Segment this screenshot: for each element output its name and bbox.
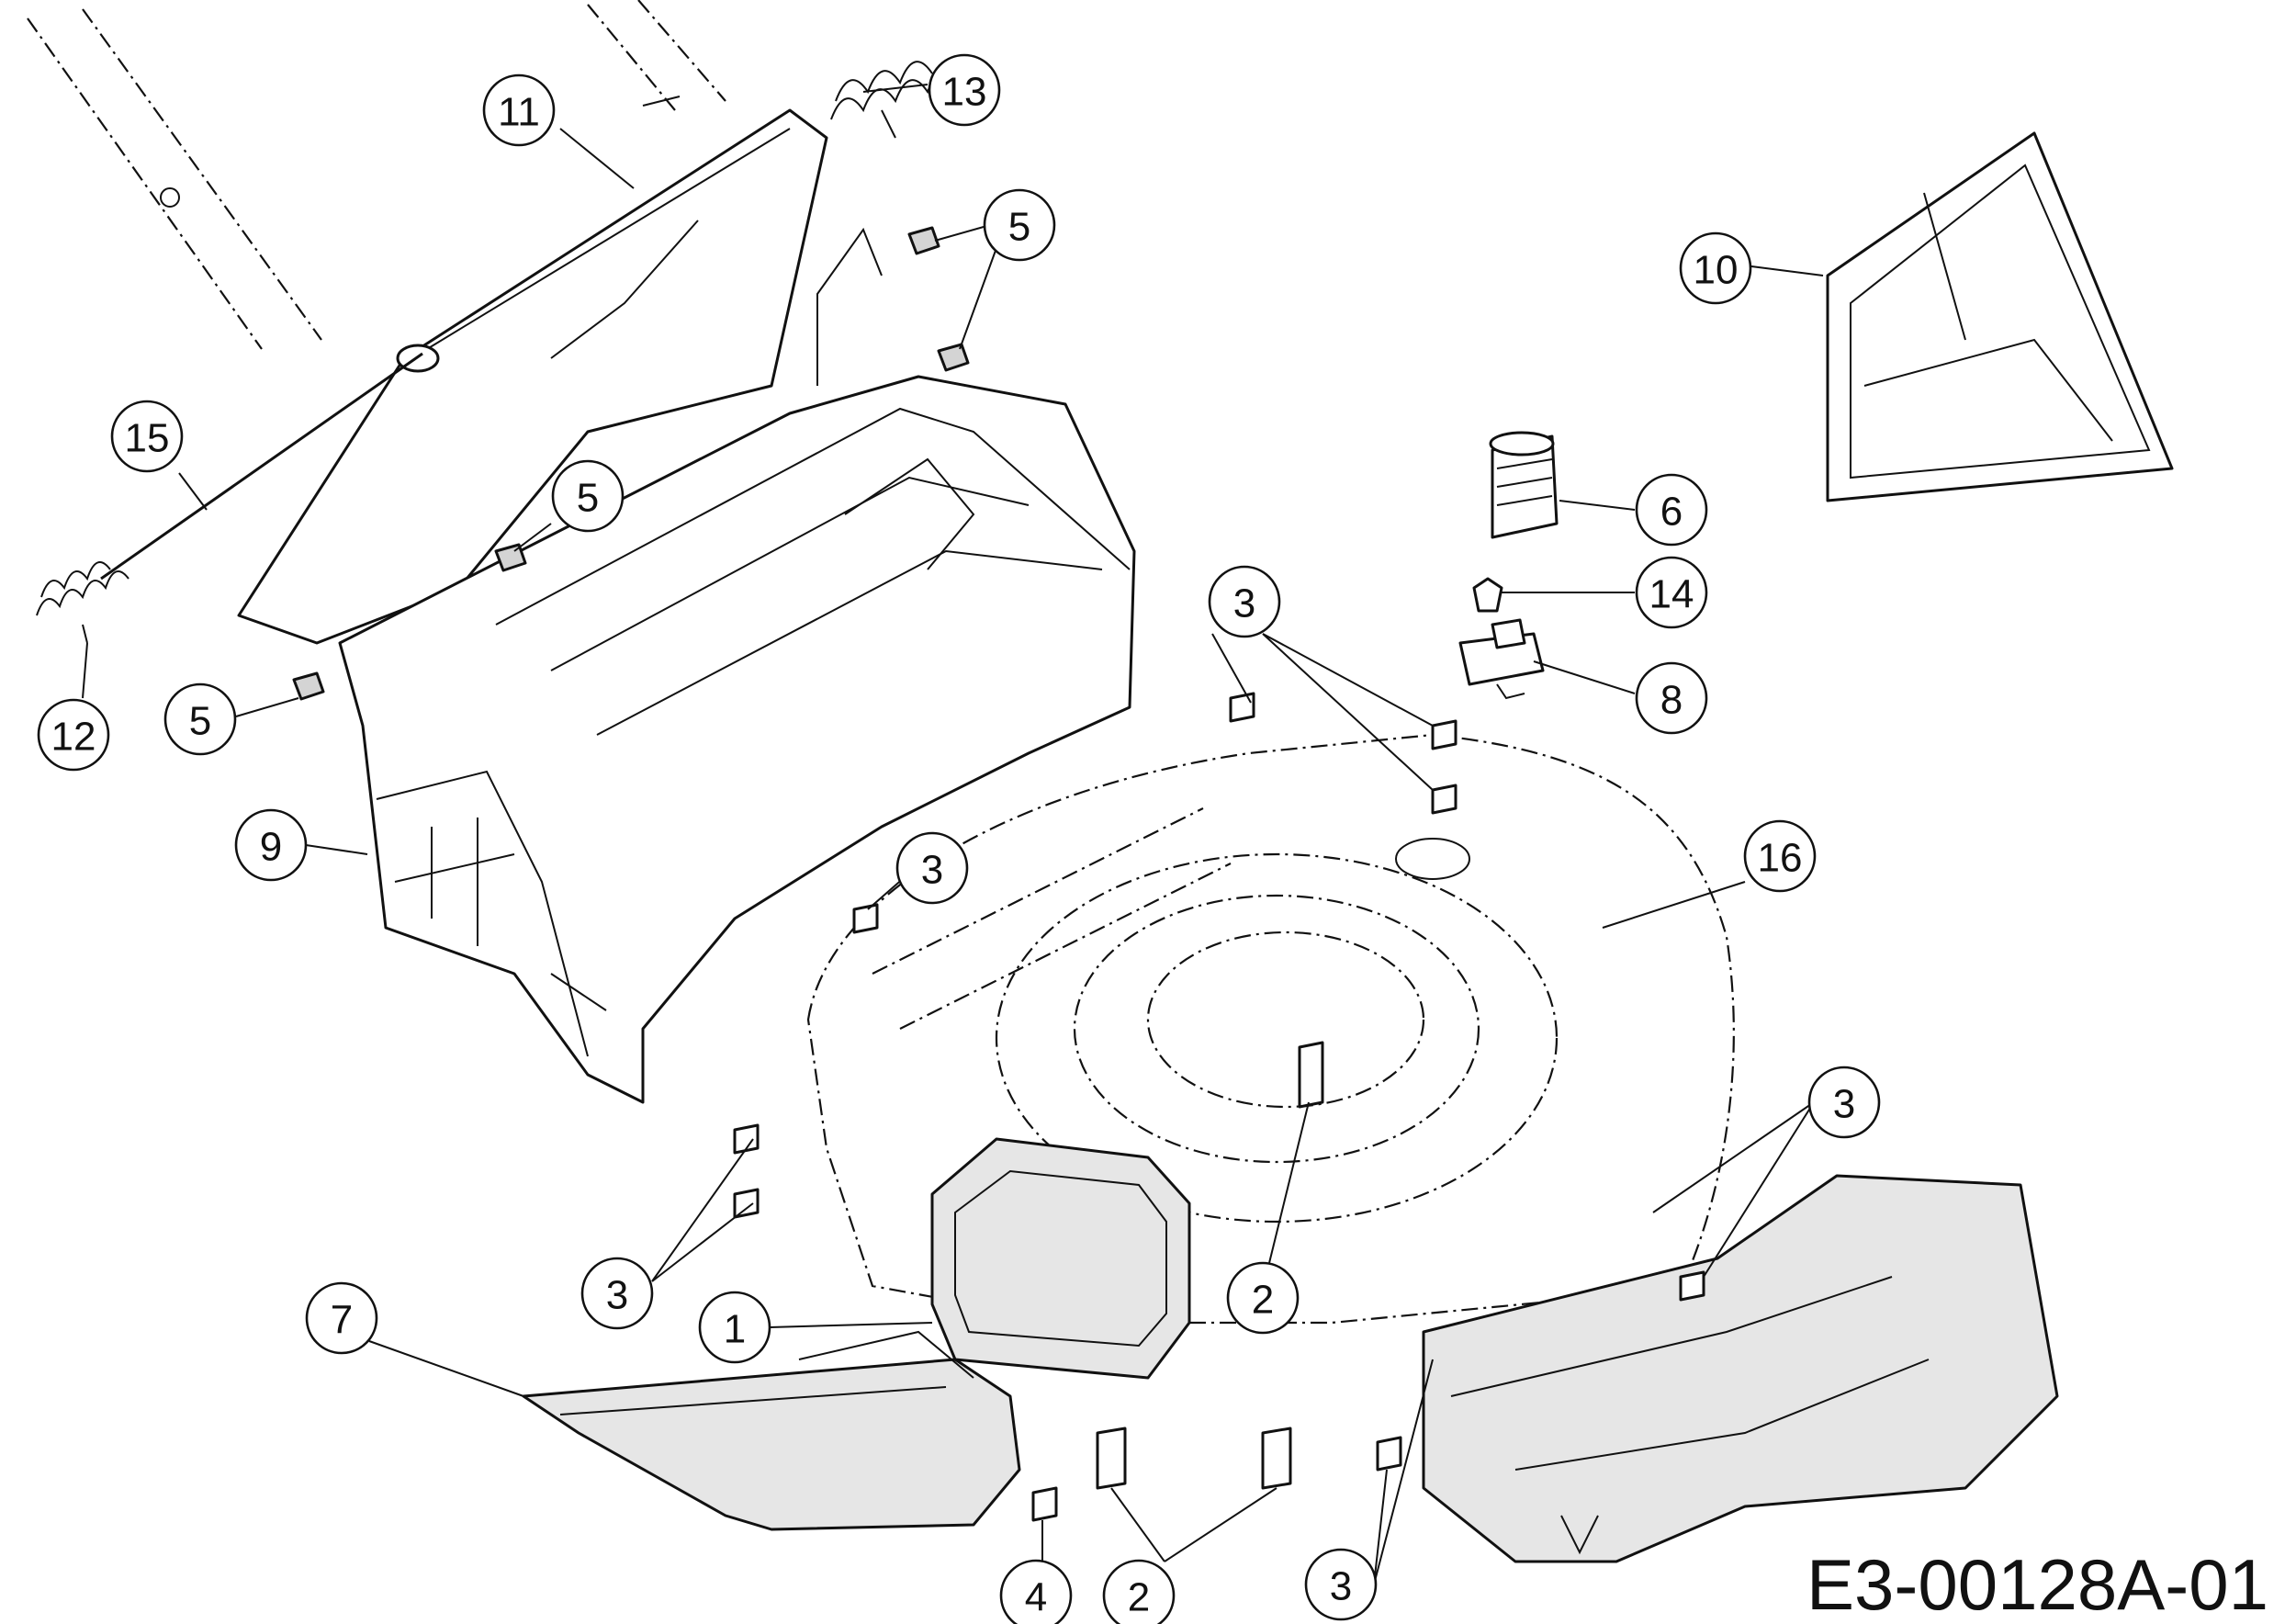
callout-2a: 2: [1226, 1261, 1300, 1335]
deck-part: [806, 733, 1735, 1325]
callout-11: 11: [482, 73, 556, 147]
spring-12-part: [36, 561, 129, 644]
callout-9-label: 9: [260, 825, 282, 870]
callout-5c-label: 5: [189, 699, 211, 744]
rod-15-part: [100, 352, 423, 581]
callout-16: 16: [1743, 819, 1817, 893]
callout-1: 1: [698, 1291, 771, 1364]
callout-15-label: 15: [125, 416, 170, 461]
leader-lines: [82, 84, 1824, 1585]
callout-7-label: 7: [331, 1298, 353, 1343]
callout-12-label: 12: [51, 715, 96, 760]
callout-5a: 5: [983, 188, 1056, 262]
discharge-chute-part: [522, 1330, 1021, 1531]
callout-2b-label: 2: [1128, 1575, 1150, 1620]
callout-3a-label: 3: [1233, 581, 1255, 626]
callout-4: 4: [999, 1559, 1073, 1624]
callout-3e: 3: [1304, 1548, 1378, 1621]
callout-13-label: 13: [942, 70, 987, 115]
callout-2b: 2: [1102, 1559, 1176, 1624]
callout-1-label: 1: [724, 1307, 746, 1352]
adapter-8-part: [1458, 618, 1545, 700]
callout-9: 9: [234, 808, 308, 882]
callout-5c: 5: [163, 682, 237, 756]
nipple-14-part: [1472, 577, 1503, 613]
callout-4-label: 4: [1025, 1575, 1047, 1620]
housing-frame-part: [338, 227, 1136, 1104]
front-grip-part: [930, 1137, 1191, 1380]
callout-7: 7: [305, 1281, 378, 1355]
callout-6-label: 6: [1660, 490, 1683, 535]
callout-12: 12: [37, 698, 110, 772]
callout-5a-label: 5: [1008, 205, 1030, 250]
callout-11-label: 11: [498, 90, 540, 135]
callout-5b: 5: [551, 459, 625, 533]
callout-13: 13: [928, 53, 1001, 127]
callout-8: 8: [1635, 661, 1708, 735]
callout-15: 15: [110, 400, 184, 473]
callout-3b-label: 3: [921, 848, 943, 893]
callout-10-label: 10: [1694, 248, 1739, 293]
callout-3c: 3: [1807, 1066, 1881, 1139]
callout-5b-label: 5: [577, 476, 599, 521]
small-hardware: [292, 226, 1705, 1522]
rear-bumper-part: [1422, 1174, 2059, 1563]
callout-2a-label: 2: [1252, 1278, 1274, 1323]
callout-10: 10: [1679, 231, 1752, 305]
callout-8-label: 8: [1660, 678, 1683, 723]
handle-tubes: [27, 0, 726, 350]
grass-catcher-part: [1826, 131, 2174, 502]
hub-6-part: [1489, 431, 1559, 539]
callout-6: 6: [1635, 473, 1708, 547]
callout-3c-label: 3: [1833, 1082, 1855, 1127]
callout-3d-label: 3: [606, 1273, 628, 1318]
drawing-code: E3-00128A-01: [1806, 1544, 2268, 1624]
callout-3b: 3: [895, 831, 969, 905]
callout-3d: 3: [580, 1257, 654, 1330]
callout-3a: 3: [1208, 565, 1281, 638]
callout-3e-label: 3: [1330, 1564, 1352, 1609]
callout-16-label: 16: [1758, 836, 1803, 881]
callout-14-label: 14: [1649, 572, 1694, 617]
callout-14: 14: [1635, 556, 1708, 629]
